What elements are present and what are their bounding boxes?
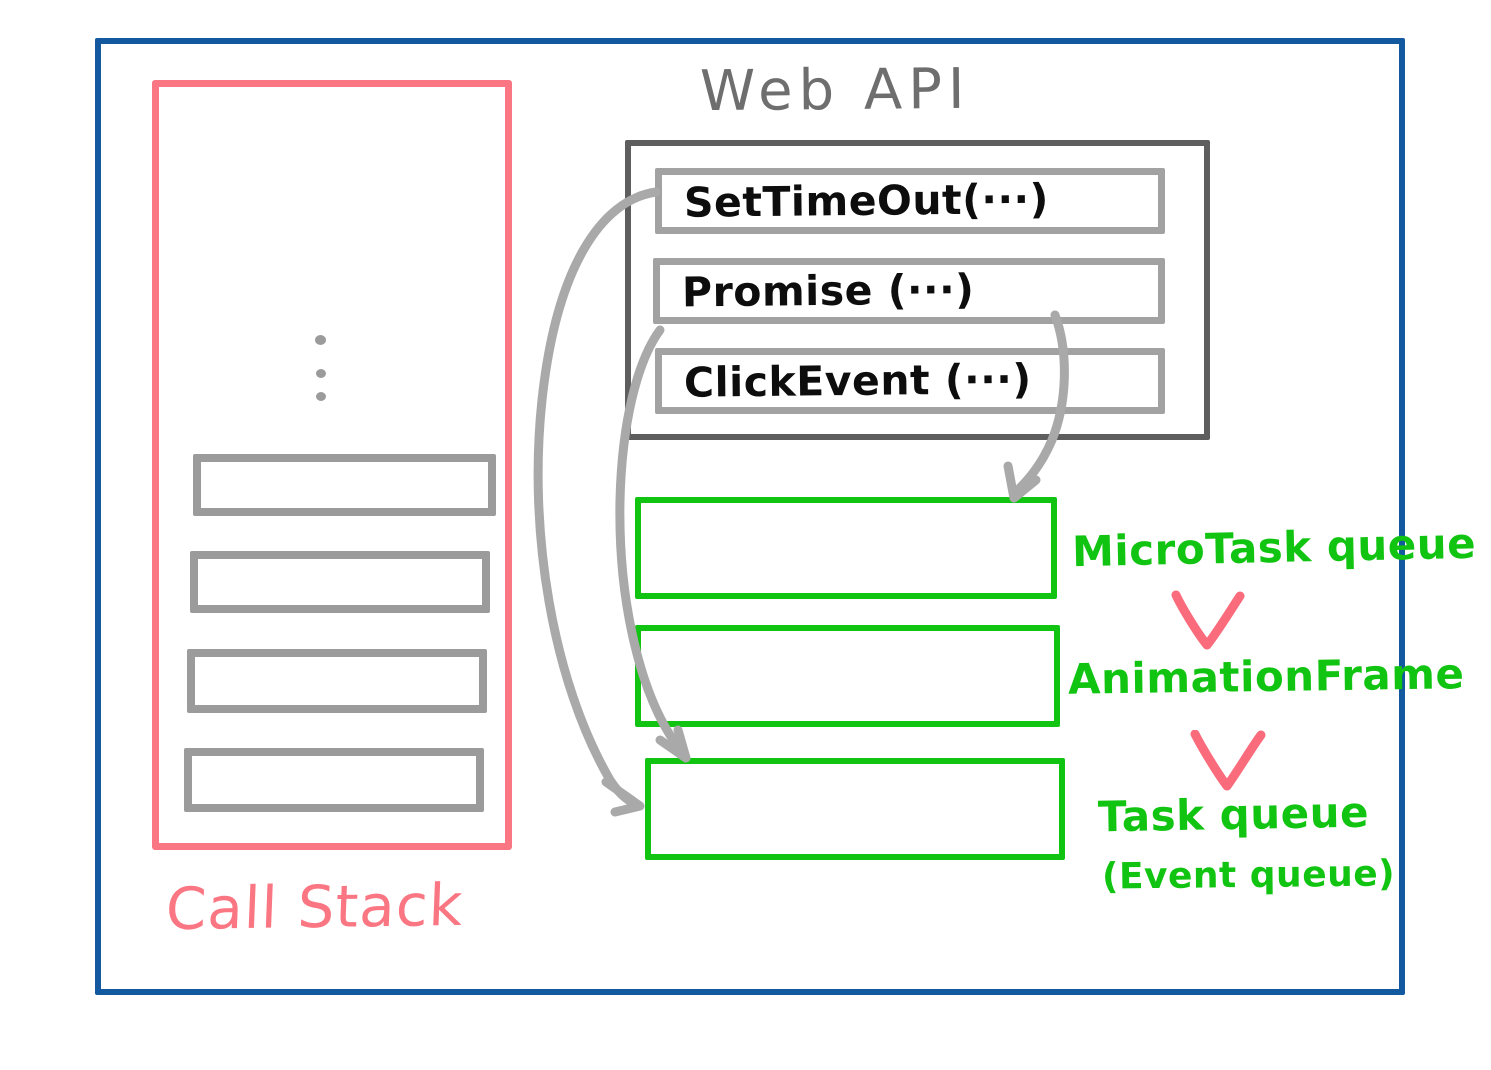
call-stack-label: Call Stack xyxy=(164,870,465,944)
priority-chevron-down-icon xyxy=(1168,590,1250,652)
web-api-item-promise: Promise (···) xyxy=(653,258,1165,324)
web-api-item-clickevent: ClickEvent (···) xyxy=(655,348,1165,414)
web-api-item-label: Promise (···) xyxy=(681,265,975,317)
web-api-item-label: ClickEvent (···) xyxy=(683,355,1032,407)
call-stack-container xyxy=(152,80,512,850)
microtask-queue-label: MicroTask queue xyxy=(1071,518,1477,577)
call-stack-frame xyxy=(193,454,496,516)
microtask-queue-box xyxy=(635,497,1057,599)
call-stack-frame xyxy=(187,649,487,713)
task-queue-box xyxy=(645,758,1065,860)
web-api-title: Web API xyxy=(699,56,971,125)
call-stack-frame xyxy=(190,551,490,613)
call-stack-frame xyxy=(184,748,484,812)
task-queue-sublabel: (Event queue) xyxy=(1101,853,1396,898)
task-queue-label: Task queue xyxy=(1097,787,1370,842)
web-api-item-label: SetTimeOut(···) xyxy=(683,174,1050,227)
animationframe-queue-box xyxy=(635,625,1060,727)
outer-frame xyxy=(95,38,1405,995)
priority-chevron-down-icon xyxy=(1188,730,1270,792)
animationframe-queue-label: AnimationFrame xyxy=(1067,649,1465,704)
vertical-ellipsis-icon xyxy=(313,335,329,415)
web-api-item-settimeout: SetTimeOut(···) xyxy=(655,168,1165,234)
